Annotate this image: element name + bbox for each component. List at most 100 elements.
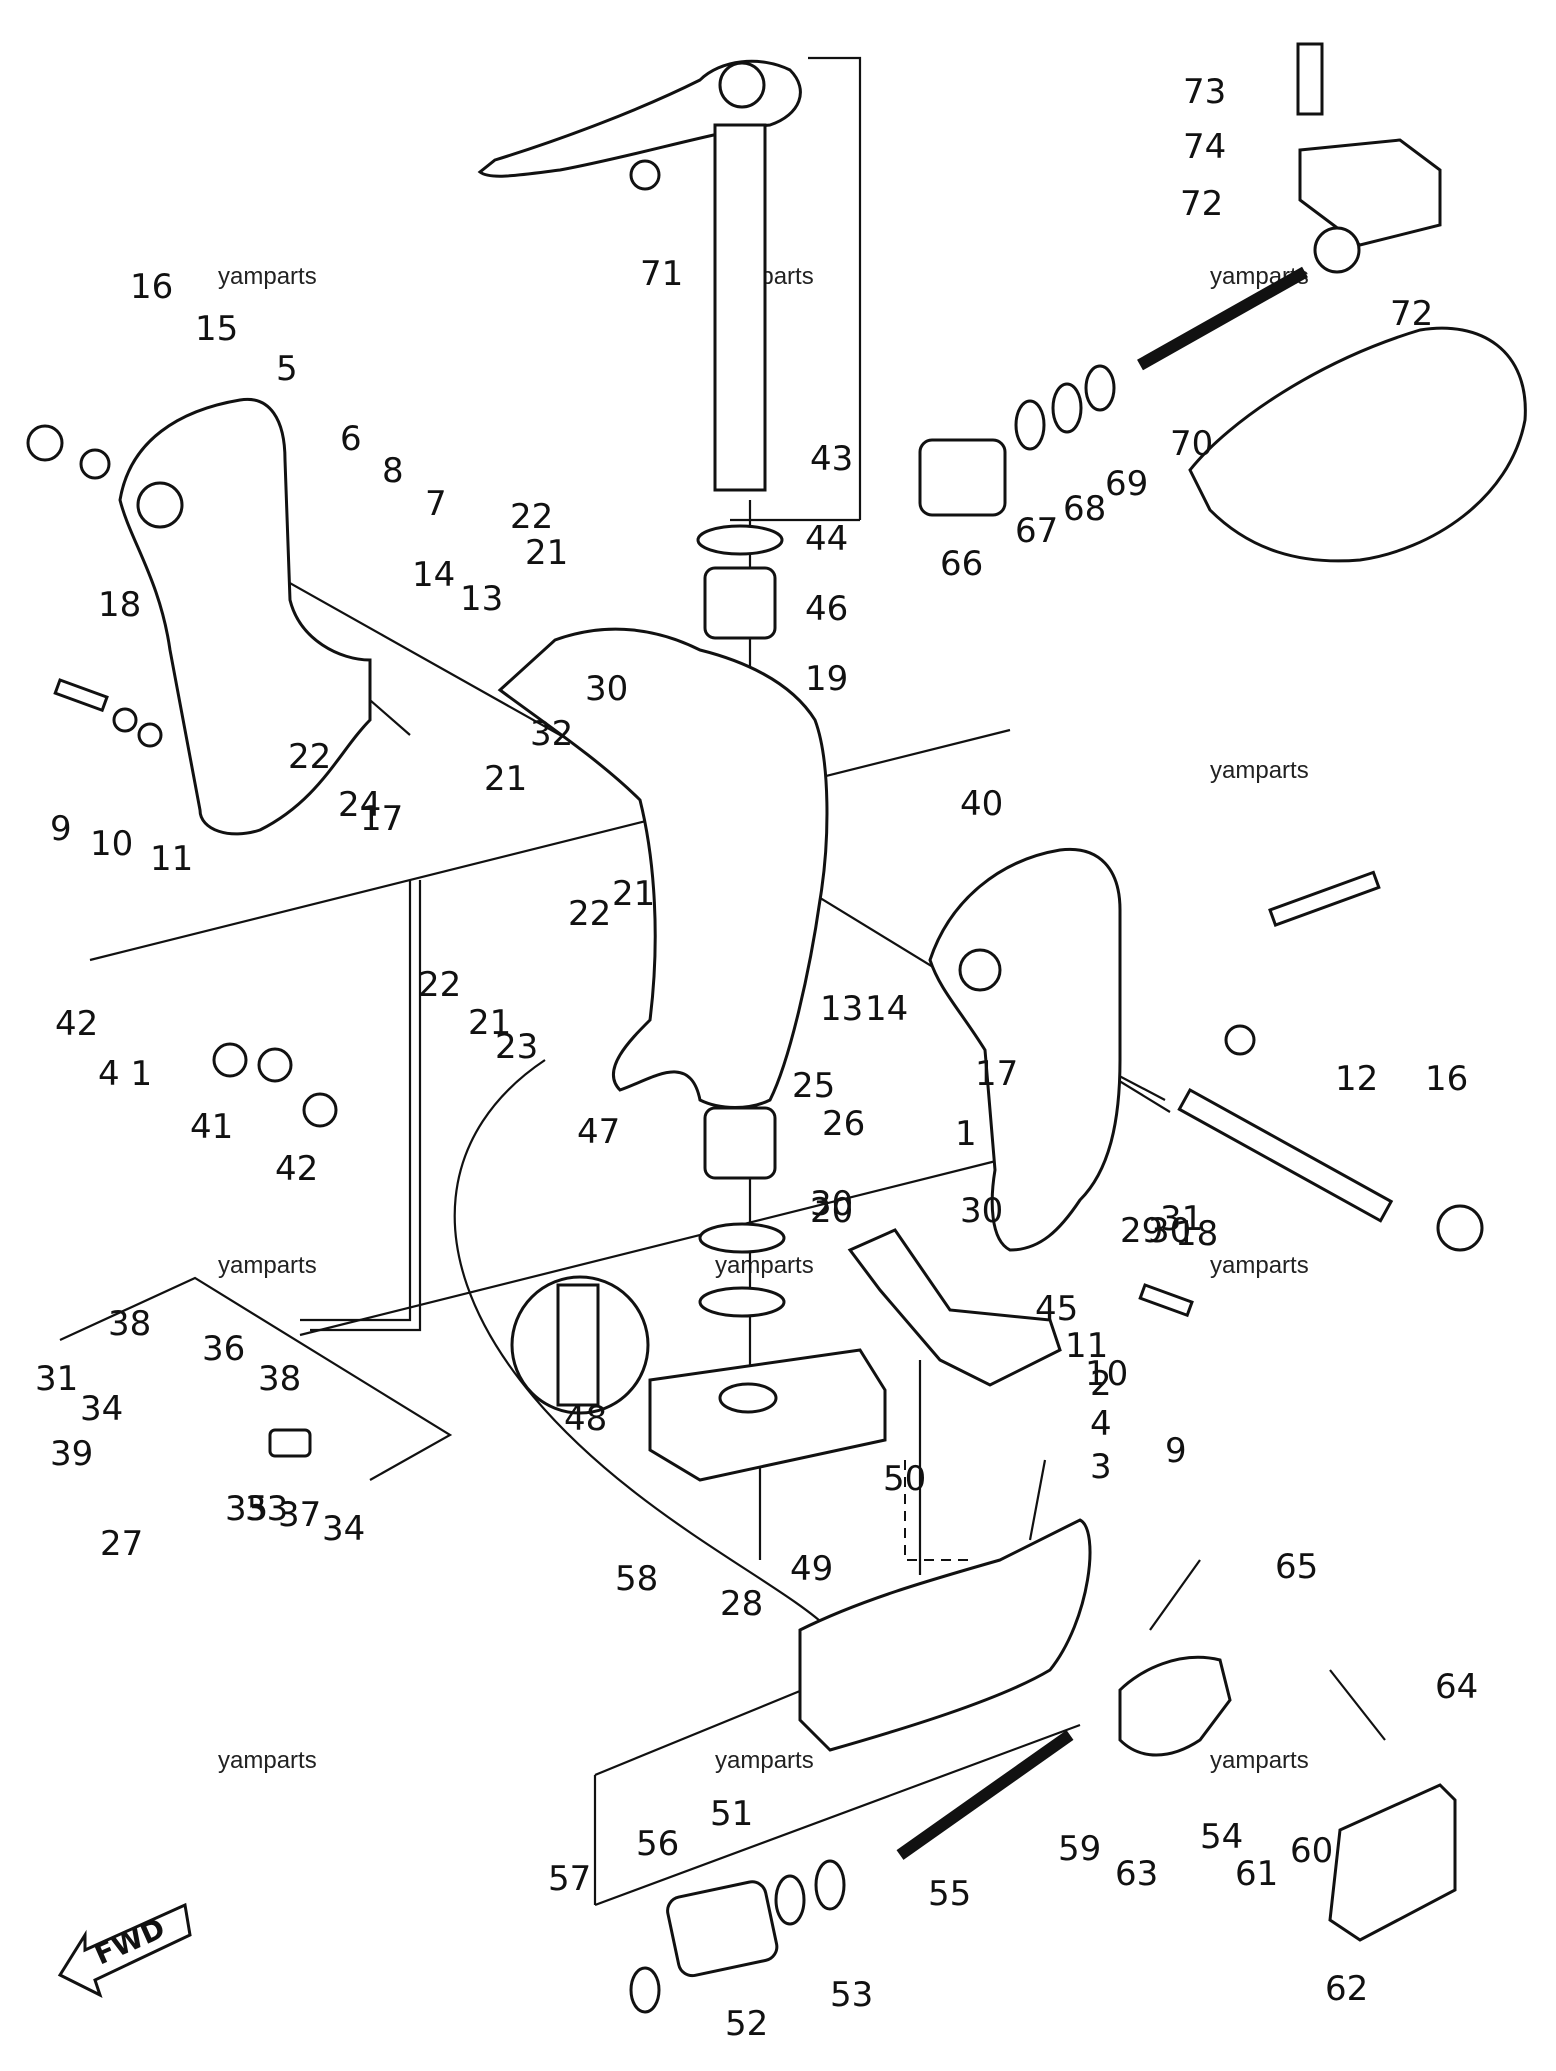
callout-label: 42 (55, 1004, 98, 1044)
callout-label: 23 (495, 1027, 538, 1067)
callout-label: 16 (1425, 1059, 1468, 1099)
lower-case (798, 1518, 1092, 1752)
callout-label: 71 (640, 254, 683, 294)
callout-label: 34 (322, 1509, 365, 1549)
callout-label: 32 (530, 714, 573, 754)
callout-label: 73 (1183, 72, 1226, 112)
callout-label: 9 (50, 809, 72, 849)
callout-label: 37 (278, 1495, 321, 1535)
callout-label: 33 (245, 1489, 288, 1529)
washer-47 (774, 1874, 806, 1926)
callout-label: 55 (928, 1874, 971, 1914)
callout-label: 22 (510, 497, 553, 537)
nut-16 (1436, 1204, 1484, 1252)
callout-label: 22 (568, 894, 611, 934)
washer-41-lower (698, 1286, 786, 1318)
lower-mount-housing (648, 1348, 887, 1482)
callout-label: 20 (810, 1191, 853, 1231)
left-clamp-bracket (118, 397, 372, 836)
callout-label: 72 (1390, 294, 1433, 334)
right-clamp-bracket (928, 847, 1122, 1252)
watermark-text: yamparts (1210, 1747, 1309, 1774)
nut-66 (629, 159, 661, 191)
callout-label: 74 (1183, 127, 1226, 167)
callout-label: 54 (1200, 1817, 1243, 1857)
washer-41 (696, 524, 784, 556)
callout-label: 57 (548, 1859, 591, 1899)
callout-label: 11 (150, 839, 193, 879)
callout-label: 60 (1290, 1831, 1333, 1871)
callout-label: 4 (1090, 1404, 1112, 1444)
callout-label: 18 (1175, 1214, 1218, 1254)
callout-label: 7 (425, 484, 447, 524)
lower-mount-bore (718, 1382, 778, 1414)
callout-label: 28 (720, 1584, 763, 1624)
callout-label: 22 (288, 737, 331, 777)
upper-mount (918, 438, 1007, 517)
clamp-bracket-bore (958, 948, 1002, 992)
callout-label: 68 (1063, 489, 1106, 529)
callout-label: 64 (1435, 1667, 1478, 1707)
callout-label: 13 (820, 989, 863, 1029)
callout-label: 21 (525, 533, 568, 573)
bushing-33 (268, 1428, 312, 1458)
bushing-42 (703, 566, 777, 640)
callout-label: 62 (1325, 1969, 1368, 2009)
callout-label: 49 (790, 1549, 833, 1589)
callout-label: 21 (468, 1003, 511, 1043)
callout-label: 42 (275, 1149, 318, 1189)
clamp-bracket-bore (136, 481, 184, 529)
watermark-text: yamparts (218, 1252, 317, 1279)
callout-label: 6 (340, 419, 362, 459)
callout-label: 34 (80, 1389, 123, 1429)
lower-mount (666, 1880, 779, 1978)
callout-label: 4 1 (98, 1054, 152, 1094)
callout-label: 51 (710, 1794, 753, 1834)
washer-48 (814, 1859, 846, 1911)
washer-15 (79, 448, 111, 480)
washer-51 (629, 1966, 661, 2014)
callout-label: 59 (1058, 1829, 1101, 1869)
bolt-65 (1137, 266, 1308, 371)
callout-label: 43 (810, 439, 853, 479)
callout-label: 27 (100, 1524, 143, 1564)
callout-label: 30 (1148, 1211, 1191, 1251)
callout-label: 61 (1235, 1854, 1278, 1894)
watermark-text: yamparts (715, 1747, 814, 1774)
bushing-37 (257, 1047, 293, 1083)
callout-label: 63 (1115, 1854, 1158, 1894)
mount-bracket-54 (1118, 1655, 1232, 1757)
callout-label: 38 (258, 1359, 301, 1399)
callout-label: 48 (564, 1399, 607, 1439)
nut-16-left (26, 424, 64, 462)
callout-label: 29 (1120, 1211, 1163, 1251)
washer-73 (1224, 1024, 1256, 1056)
callout-label: 17 (975, 1054, 1018, 1094)
washer-11 (137, 722, 163, 748)
swivel-bracket (497, 627, 829, 1109)
callout-label: 18 (98, 585, 141, 625)
washer-64 (1084, 364, 1116, 412)
trim-bracket-2 (847, 1228, 1062, 1387)
steering-arm-boss (718, 61, 766, 109)
callout-label: 17 (360, 799, 403, 839)
callout-label: 13 (460, 579, 503, 619)
callout-label: 31 (35, 1359, 78, 1399)
callout-label: 40 (960, 784, 1003, 824)
callout-labels: 1 2 3 4 5 6 7 8 9 9 10 10 11 11 12 13 13… (35, 72, 1478, 2044)
bushing-38 (212, 1042, 248, 1078)
callout-label: 56 (636, 1824, 679, 1864)
bushing-42-lower (703, 1106, 777, 1180)
callout-label: 10 (1085, 1354, 1128, 1394)
upper-mount-cover (1298, 138, 1442, 247)
callout-label: 2 (1090, 1364, 1112, 1404)
callout-label: 58 (615, 1559, 658, 1599)
bushing-38-lower (302, 1092, 338, 1128)
callout-label: 36 (202, 1329, 245, 1369)
callout-label: 41 (190, 1107, 233, 1147)
detail-shaft (556, 1283, 600, 1407)
callout-label: 12 (1335, 1059, 1378, 1099)
washer-62 (1014, 399, 1046, 451)
callout-label: 45 (1035, 1289, 1078, 1329)
